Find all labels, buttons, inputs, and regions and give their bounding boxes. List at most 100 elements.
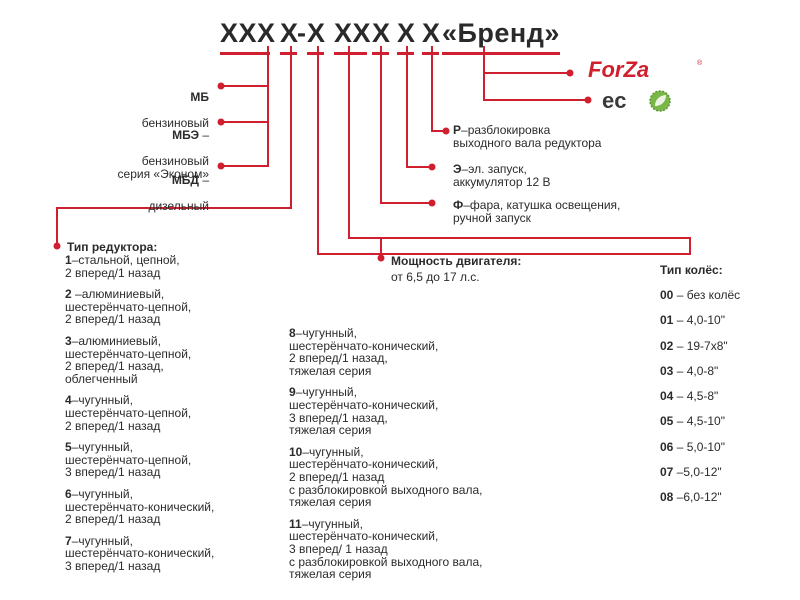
wheel-item: 08 –6,0-12"	[660, 489, 740, 514]
underline-option-r	[422, 52, 439, 55]
engine-suffix: –	[198, 173, 209, 187]
code-part-option-f: X	[372, 18, 391, 48]
gearbox-desc: –чугунный, шестерёнчато-конический, 2 вп…	[289, 444, 483, 510]
gearbox-code: 9	[289, 385, 296, 400]
gearbox-code: 8	[289, 326, 296, 340]
wheel-item: 07 –5,0-12"	[660, 464, 740, 489]
gearbox-item-3: 3–алюминиевый, шестерёнчато-цепной, 2 вп…	[65, 335, 275, 385]
dot-option-f	[428, 199, 436, 207]
underline-wheels	[307, 52, 324, 55]
gearbox-title: Тип редуктора:	[67, 240, 158, 254]
dot-gearbox	[53, 242, 61, 250]
wheel-code: 08	[660, 490, 674, 505]
gearbox-desc: –чугунный, шестерёнчато-конический, 3 вп…	[289, 385, 439, 438]
underline-brand	[442, 52, 560, 55]
underline-series	[220, 52, 270, 55]
forza-logo: ForZa ®	[588, 57, 703, 82]
gearbox-list-left: 1–стальной, цепной, 2 вперед/1 назад 2 –…	[65, 254, 275, 581]
gearbox-item-1: 1–стальной, цепной, 2 вперед/1 назад	[65, 254, 275, 279]
gearbox-code: 11	[289, 516, 302, 531]
dot-brand-eco	[584, 96, 592, 104]
engine-code: МБ	[190, 90, 209, 104]
connector-option-f	[380, 46, 432, 204]
gearbox-code: 6	[65, 486, 72, 501]
gearbox-code: 10	[289, 444, 303, 459]
dot-engine-mb	[217, 82, 225, 90]
engine-suffix: –	[198, 128, 209, 142]
gearbox-item-7: 7–чугунный, шестерёнчато-конический, 3 в…	[65, 533, 275, 573]
option-code: Э	[453, 162, 462, 176]
code-part-power: XX	[334, 18, 372, 48]
gearbox-code: 2	[65, 287, 72, 302]
wheel-item: 00 – без колёс	[660, 287, 740, 312]
gearbox-desc: –чугунный, шестерёнчато-цепной, 2 вперед…	[65, 393, 192, 433]
wheel-code: 02	[660, 338, 674, 353]
wheel-desc: – 4,0-10"	[673, 313, 725, 328]
gearbox-code: 5	[65, 440, 72, 455]
wheel-code: 05	[660, 414, 674, 429]
engine-desc: бензиновый серия «Эконом»	[117, 154, 209, 181]
code-part-wheels: X	[307, 18, 326, 48]
wheel-desc: –5,0-12"	[673, 465, 722, 480]
gearbox-item-6: 6–чугунный, шестерёнчато-конический, 2 в…	[65, 488, 275, 526]
underline-option-e	[397, 52, 414, 55]
code-part-option-e: X	[397, 18, 416, 48]
gearbox-desc: –чугунный, шестерёнчато-конический, 2 вп…	[289, 326, 439, 378]
engine-type-mbd: МБД – дизельный	[90, 161, 209, 213]
engine-code: МБД	[171, 173, 199, 187]
gearbox-desc: –алюминиевый, шестерёнчато-цепной, 2 впе…	[65, 287, 192, 327]
model-code: XXX X - X XX X X X «Бренд»	[0, 14, 800, 55]
gearbox-item-9: 9–чугунный, шестерёнчато-конический, 3 в…	[289, 386, 529, 436]
connector-option-e	[406, 46, 432, 168]
gearbox-desc: –чугунный, шестерёнчато-цепной, 3 вперед…	[65, 440, 192, 480]
option-desc: –фара, катушка освещения, ручной запуск	[453, 198, 621, 225]
code-part-option-r: X	[422, 18, 441, 48]
eco-leaf-icon	[649, 90, 671, 112]
gearbox-code: 1	[65, 253, 72, 267]
wheel-item: 02 – 19-7х8"	[660, 338, 740, 363]
option-e: Э–эл. запуск, аккумулятор 12 В	[453, 163, 653, 189]
wheel-desc: – без колёс	[673, 288, 741, 302]
engine-desc: дизельный	[148, 199, 209, 213]
engine-type-mb: МБ бензиновый	[90, 78, 209, 130]
code-part-dash: -	[297, 18, 307, 48]
code-part-gearbox: X	[280, 18, 299, 48]
gearbox-desc: –чугунный, шестерёнчато-конический, 3 вп…	[65, 533, 215, 573]
gearbox-code: 4	[65, 393, 72, 408]
dot-engine-mbe	[217, 118, 225, 126]
eco-logo: ec	[602, 88, 671, 113]
gearbox-item-10: 10–чугунный, шестерёнчато-конический, 2 …	[289, 444, 529, 510]
gearbox-item-5: 5–чугунный, шестерёнчато-цепной, 3 впере…	[65, 441, 275, 479]
wheel-item: 03 – 4,0-8"	[660, 363, 740, 388]
option-code: Р	[453, 123, 462, 137]
gearbox-desc: –стальной, цепной, 2 вперед/1 назад	[65, 253, 180, 280]
wheel-code: 01	[660, 313, 674, 328]
gearbox-list-mid: 8–чугунный, шестерёнчато-конический, 2 в…	[289, 327, 529, 590]
option-desc: –эл. запуск, аккумулятор 12 В	[453, 162, 551, 189]
wheel-item: 01 – 4,0-10"	[660, 312, 740, 337]
dot-engine-mbd	[217, 162, 225, 170]
gearbox-item-8: 8–чугунный, шестерёнчато-конический, 2 в…	[289, 327, 529, 377]
underline-gearbox	[280, 52, 297, 55]
eco-logo-text: ec	[602, 88, 626, 113]
wheel-desc: – 4,5-8"	[673, 389, 719, 404]
underline-option-f	[372, 52, 389, 55]
connector-brand-eco	[483, 73, 588, 101]
code-part-series: XXX	[220, 18, 276, 48]
connector-option-r	[431, 46, 446, 132]
dot-power-end	[377, 254, 385, 262]
connector-gearbox	[56, 46, 292, 246]
engine-type-mbe: МБЭ – бензиновый серия «Эконом»	[90, 116, 209, 181]
option-code: Ф	[453, 198, 464, 212]
dot-option-e	[428, 163, 436, 171]
wheel-code: 04	[660, 389, 674, 404]
gearbox-item-11: 11–чугунный, шестерёнчато-конический, 3 …	[289, 516, 529, 581]
gearbox-item-2: 2 –алюминиевый, шестерёнчато-цепной, 2 в…	[65, 288, 275, 326]
power-title: Мощность двигателя:	[391, 254, 522, 268]
wheel-item: 06 – 5,0-10"	[660, 439, 740, 464]
code-part-brand: «Бренд»	[442, 18, 560, 48]
dot-option-r	[442, 127, 450, 135]
wheel-item: 04 – 4,5-8"	[660, 388, 740, 413]
option-r: Р–разблокировка выходного вала редуктора	[453, 124, 653, 150]
